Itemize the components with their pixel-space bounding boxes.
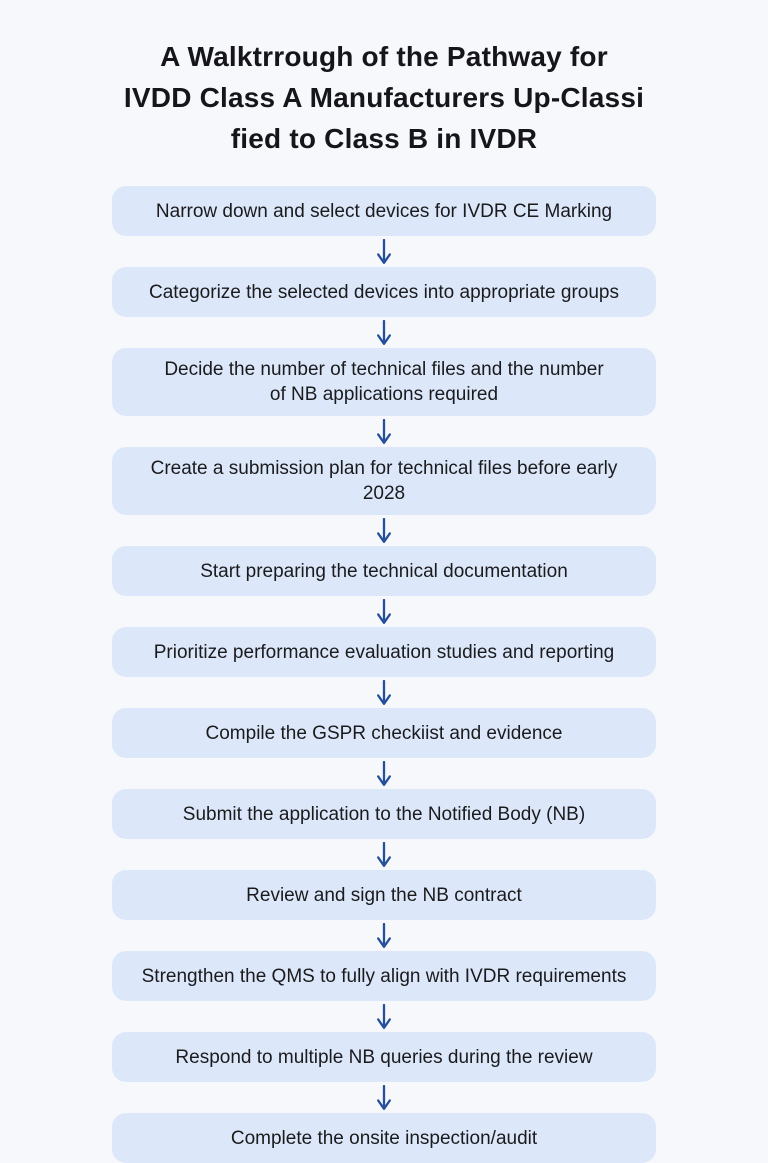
down-arrow-icon bbox=[375, 920, 393, 951]
title-line: A Walktrrough of the Pathway for bbox=[160, 41, 608, 72]
flow-step-label: Narrow down and select devices for IVDR … bbox=[155, 200, 613, 222]
flow-step-12: Complete the onsite inspection/audit bbox=[112, 1113, 656, 1163]
page-title: A Walktrrough of the Pathway for IVDD Cl… bbox=[0, 0, 768, 159]
flow-step-1: Narrow down and select devices for IVDR … bbox=[112, 186, 656, 236]
flow-step-8: Submit the application to the Notified B… bbox=[112, 789, 656, 839]
flow-step-5: Start preparing the technical documentat… bbox=[112, 546, 656, 596]
flow-step-label: Review and sign the NB contract bbox=[246, 884, 522, 906]
flow-step-label: Submit the application to the Notified B… bbox=[182, 803, 586, 825]
flow-step-label: Complete the onsite inspection/audit bbox=[230, 1127, 538, 1149]
flowchart: Narrow down and select devices for IVDR … bbox=[0, 186, 768, 1163]
down-arrow-icon bbox=[375, 758, 393, 789]
flow-step-label: Start preparing the technical documentat… bbox=[200, 560, 568, 582]
down-arrow-icon bbox=[375, 515, 393, 546]
down-arrow-icon bbox=[375, 236, 393, 267]
down-arrow-icon bbox=[375, 1082, 393, 1113]
flow-step-9: Review and sign the NB contract bbox=[112, 870, 656, 920]
down-arrow-icon bbox=[375, 416, 393, 447]
flow-step-label: Compile the GSPR checkiist and evidence bbox=[205, 722, 563, 744]
down-arrow-icon bbox=[375, 1001, 393, 1032]
flow-step-label: Strengthen the QMS to fully align with I… bbox=[141, 965, 627, 987]
down-arrow-icon bbox=[375, 317, 393, 348]
flow-step-label: Prioritize performance evaluation studie… bbox=[153, 641, 615, 663]
flow-step-10: Strengthen the QMS to fully align with I… bbox=[112, 951, 656, 1001]
flow-step-2: Categorize the selected devices into app… bbox=[112, 267, 656, 317]
flow-step-label: Create a submission plan for technical f… bbox=[150, 458, 618, 504]
flow-step-11: Respond to multiple NB queries during th… bbox=[112, 1032, 656, 1082]
flow-step-3: Decide the number of technical files and… bbox=[112, 348, 656, 416]
flow-step-label: Respond to multiple NB queries during th… bbox=[175, 1046, 593, 1068]
flow-step-7: Compile the GSPR checkiist and evidence bbox=[112, 708, 656, 758]
flow-step-label: Decide the number of technical files and… bbox=[164, 359, 604, 405]
title-line: IVDD Class A Manufacturers Up-Classi bbox=[123, 82, 645, 113]
flow-step-6: Prioritize performance evaluation studie… bbox=[112, 627, 656, 677]
flow-step-label: Categorize the selected devices into app… bbox=[148, 281, 619, 303]
down-arrow-icon bbox=[375, 596, 393, 627]
down-arrow-icon bbox=[375, 677, 393, 708]
title-line: fied to Class B in IVDR bbox=[230, 123, 538, 154]
down-arrow-icon bbox=[375, 839, 393, 870]
flow-step-4: Create a submission plan for technical f… bbox=[112, 447, 656, 515]
